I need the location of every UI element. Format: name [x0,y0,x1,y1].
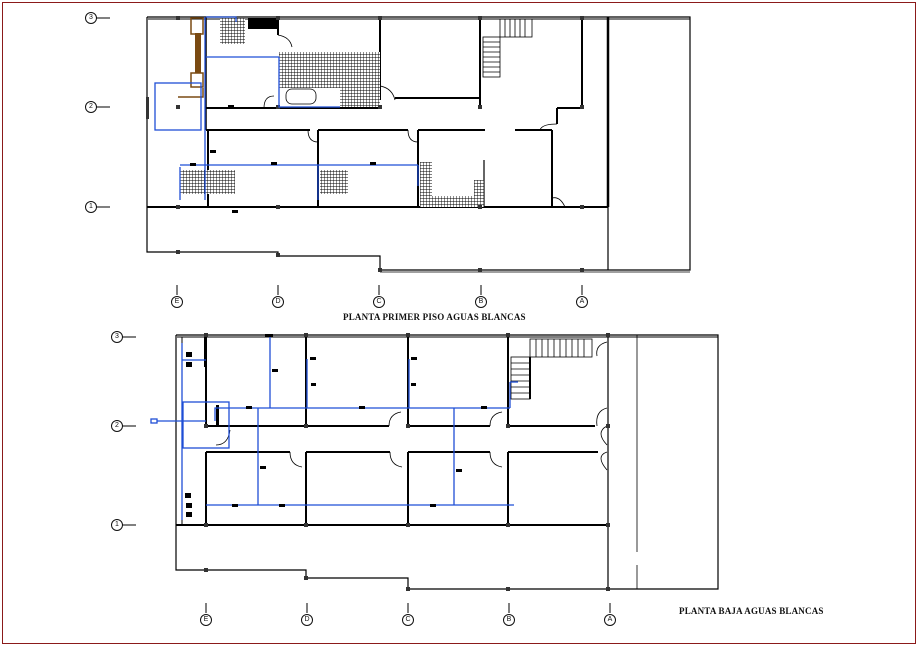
upper-column-axis-a: A [576,296,588,308]
upper-column-markers [146,16,584,272]
lower-row-axis-3: 3 [111,331,123,343]
upper-plan-title: PLANTA PRIMER PISO AGUAS BLANCAS [343,312,526,322]
lower-outer-walls [175,334,719,590]
upper-stairs [482,18,533,78]
lower-row-axis-lines [122,336,136,526]
lower-column-axis-c: C [402,614,414,626]
upper-brown-fixtures [178,17,204,98]
upper-water-lines [154,16,419,200]
upper-row-axis-1: 1 [85,201,97,213]
lower-plan-title: PLANTA BAJA AGUAS BLANCAS [679,606,824,616]
lower-interior-walls [176,337,608,526]
lower-column-axis-lines [205,603,611,613]
upper-row-axis-2: 2 [85,101,97,113]
lower-stairs [510,338,593,400]
lower-row-axis-1: 1 [111,519,123,531]
lower-wall-marks [232,334,487,507]
upper-column-axis-b: B [475,296,487,308]
lower-column-markers [204,333,610,591]
upper-column-axis-lines [176,285,583,295]
upper-bathtub [285,88,317,105]
lower-row-axis-2: 2 [111,420,123,432]
lower-water-lines [150,337,518,520]
upper-plan [96,16,691,295]
upper-row-axis-3: 3 [85,12,97,24]
lower-plan [122,333,719,613]
lower-doors [215,341,608,471]
upper-row-axis-lines [96,17,110,208]
lower-column-axis-e: E [200,614,212,626]
upper-column-axis-d: D [272,296,284,308]
upper-wall-marks [190,105,376,213]
upper-column-axis-c: C [373,296,385,308]
upper-column-axis-e: E [171,296,183,308]
upper-doors [263,34,566,208]
lower-column-axis-a: A [604,614,616,626]
upper-tiled-areas [180,18,484,207]
lower-column-axis-b: B [503,614,515,626]
lower-column-axis-d: D [301,614,313,626]
lower-toilet-fixtures [185,352,219,517]
